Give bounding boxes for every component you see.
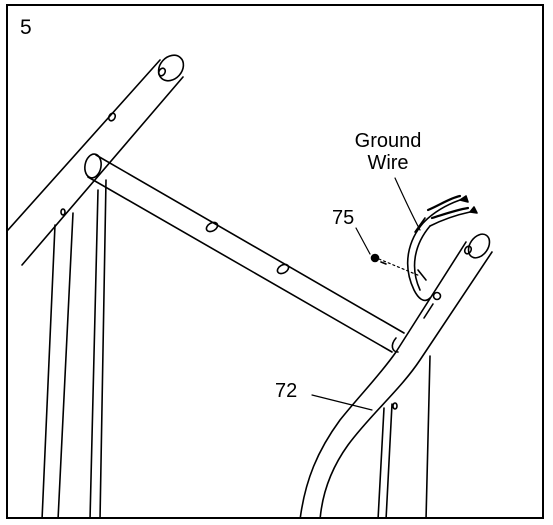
crossbar-tube (84, 153, 405, 353)
screw-75 (370, 253, 421, 277)
right-upright-tube-72 (299, 233, 493, 517)
ground-wire-label-line2: Wire (367, 152, 409, 174)
part-72-label: 72 (275, 380, 298, 402)
ground-wire-label-line1: Ground (354, 130, 422, 152)
ground-wire-label: Ground Wire (348, 130, 428, 174)
leader-72 (311, 394, 373, 411)
left-upright-tube (41, 179, 107, 517)
step-number: 5 (20, 16, 32, 39)
ground-wire (406, 194, 478, 302)
part-75-label: 75 (332, 207, 355, 229)
leader-ground-wire (394, 177, 421, 231)
left-diagonal-tube (8, 54, 185, 266)
leader-75 (355, 227, 371, 255)
